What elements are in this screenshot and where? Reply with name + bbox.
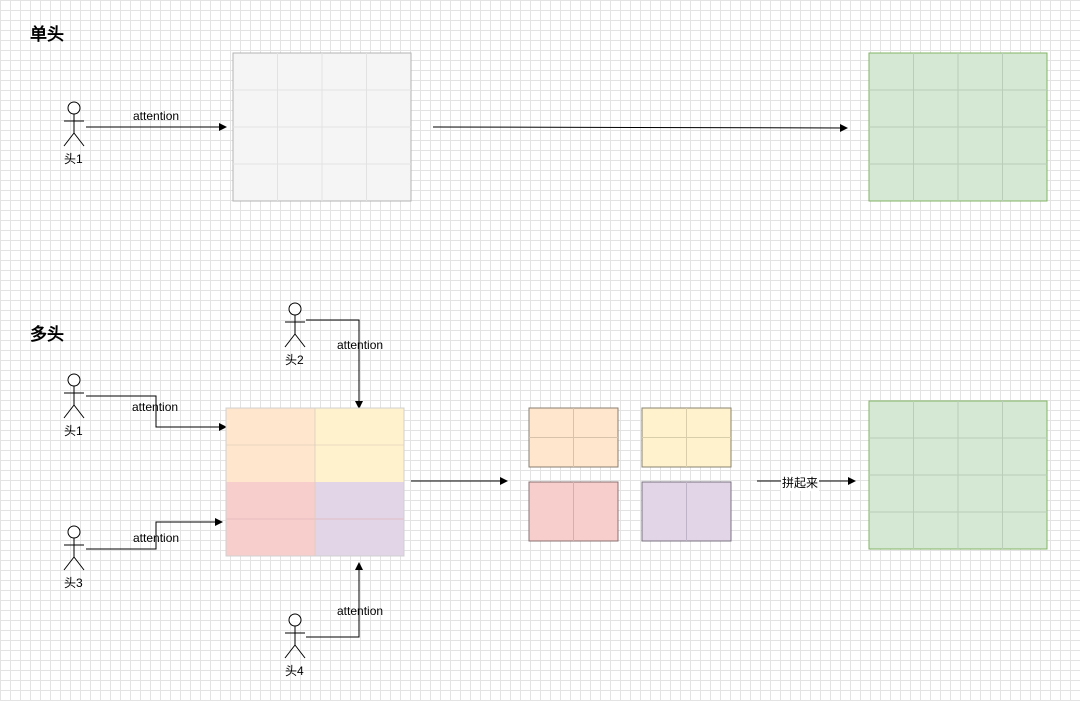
head-matrix-yellow[interactable] — [641, 407, 732, 468]
attention-edge[interactable] — [306, 562, 363, 638]
head-label: 头3 — [64, 576, 83, 590]
attention-edge[interactable] — [86, 395, 227, 431]
head-label: 头4 — [285, 664, 304, 678]
head-matrix-purple[interactable] — [641, 481, 732, 542]
head-matrix-orange[interactable] — [528, 407, 619, 468]
multi-output-matrix[interactable] — [868, 400, 1048, 550]
attention-edge[interactable] — [306, 319, 363, 409]
head-label: 头1 — [64, 424, 83, 438]
single-head-title: 单头 — [30, 25, 64, 45]
attention-edge[interactable] — [86, 518, 223, 550]
edge-label: attention — [133, 109, 180, 123]
edge-label: attention — [132, 400, 179, 414]
head-label: 头2 — [285, 353, 304, 367]
person-icon[interactable] — [284, 302, 306, 348]
multi-head-matrix[interactable] — [225, 407, 405, 557]
multi-head-title: 多头 — [30, 325, 64, 345]
output-matrix[interactable] — [868, 52, 1048, 202]
person-icon[interactable] — [63, 373, 85, 419]
edge-label: attention — [337, 604, 384, 618]
person-icon[interactable] — [63, 101, 85, 147]
person-icon[interactable] — [63, 525, 85, 571]
concat-label: 拼起来 — [781, 474, 820, 491]
head-matrix-red[interactable] — [528, 481, 619, 542]
edge-label: attention — [337, 338, 384, 352]
input-matrix[interactable] — [232, 52, 412, 202]
edge-label: attention — [133, 531, 180, 545]
head-label: 头1 — [64, 152, 83, 166]
output-edge[interactable] — [432, 123, 848, 132]
person-icon[interactable] — [284, 613, 306, 659]
